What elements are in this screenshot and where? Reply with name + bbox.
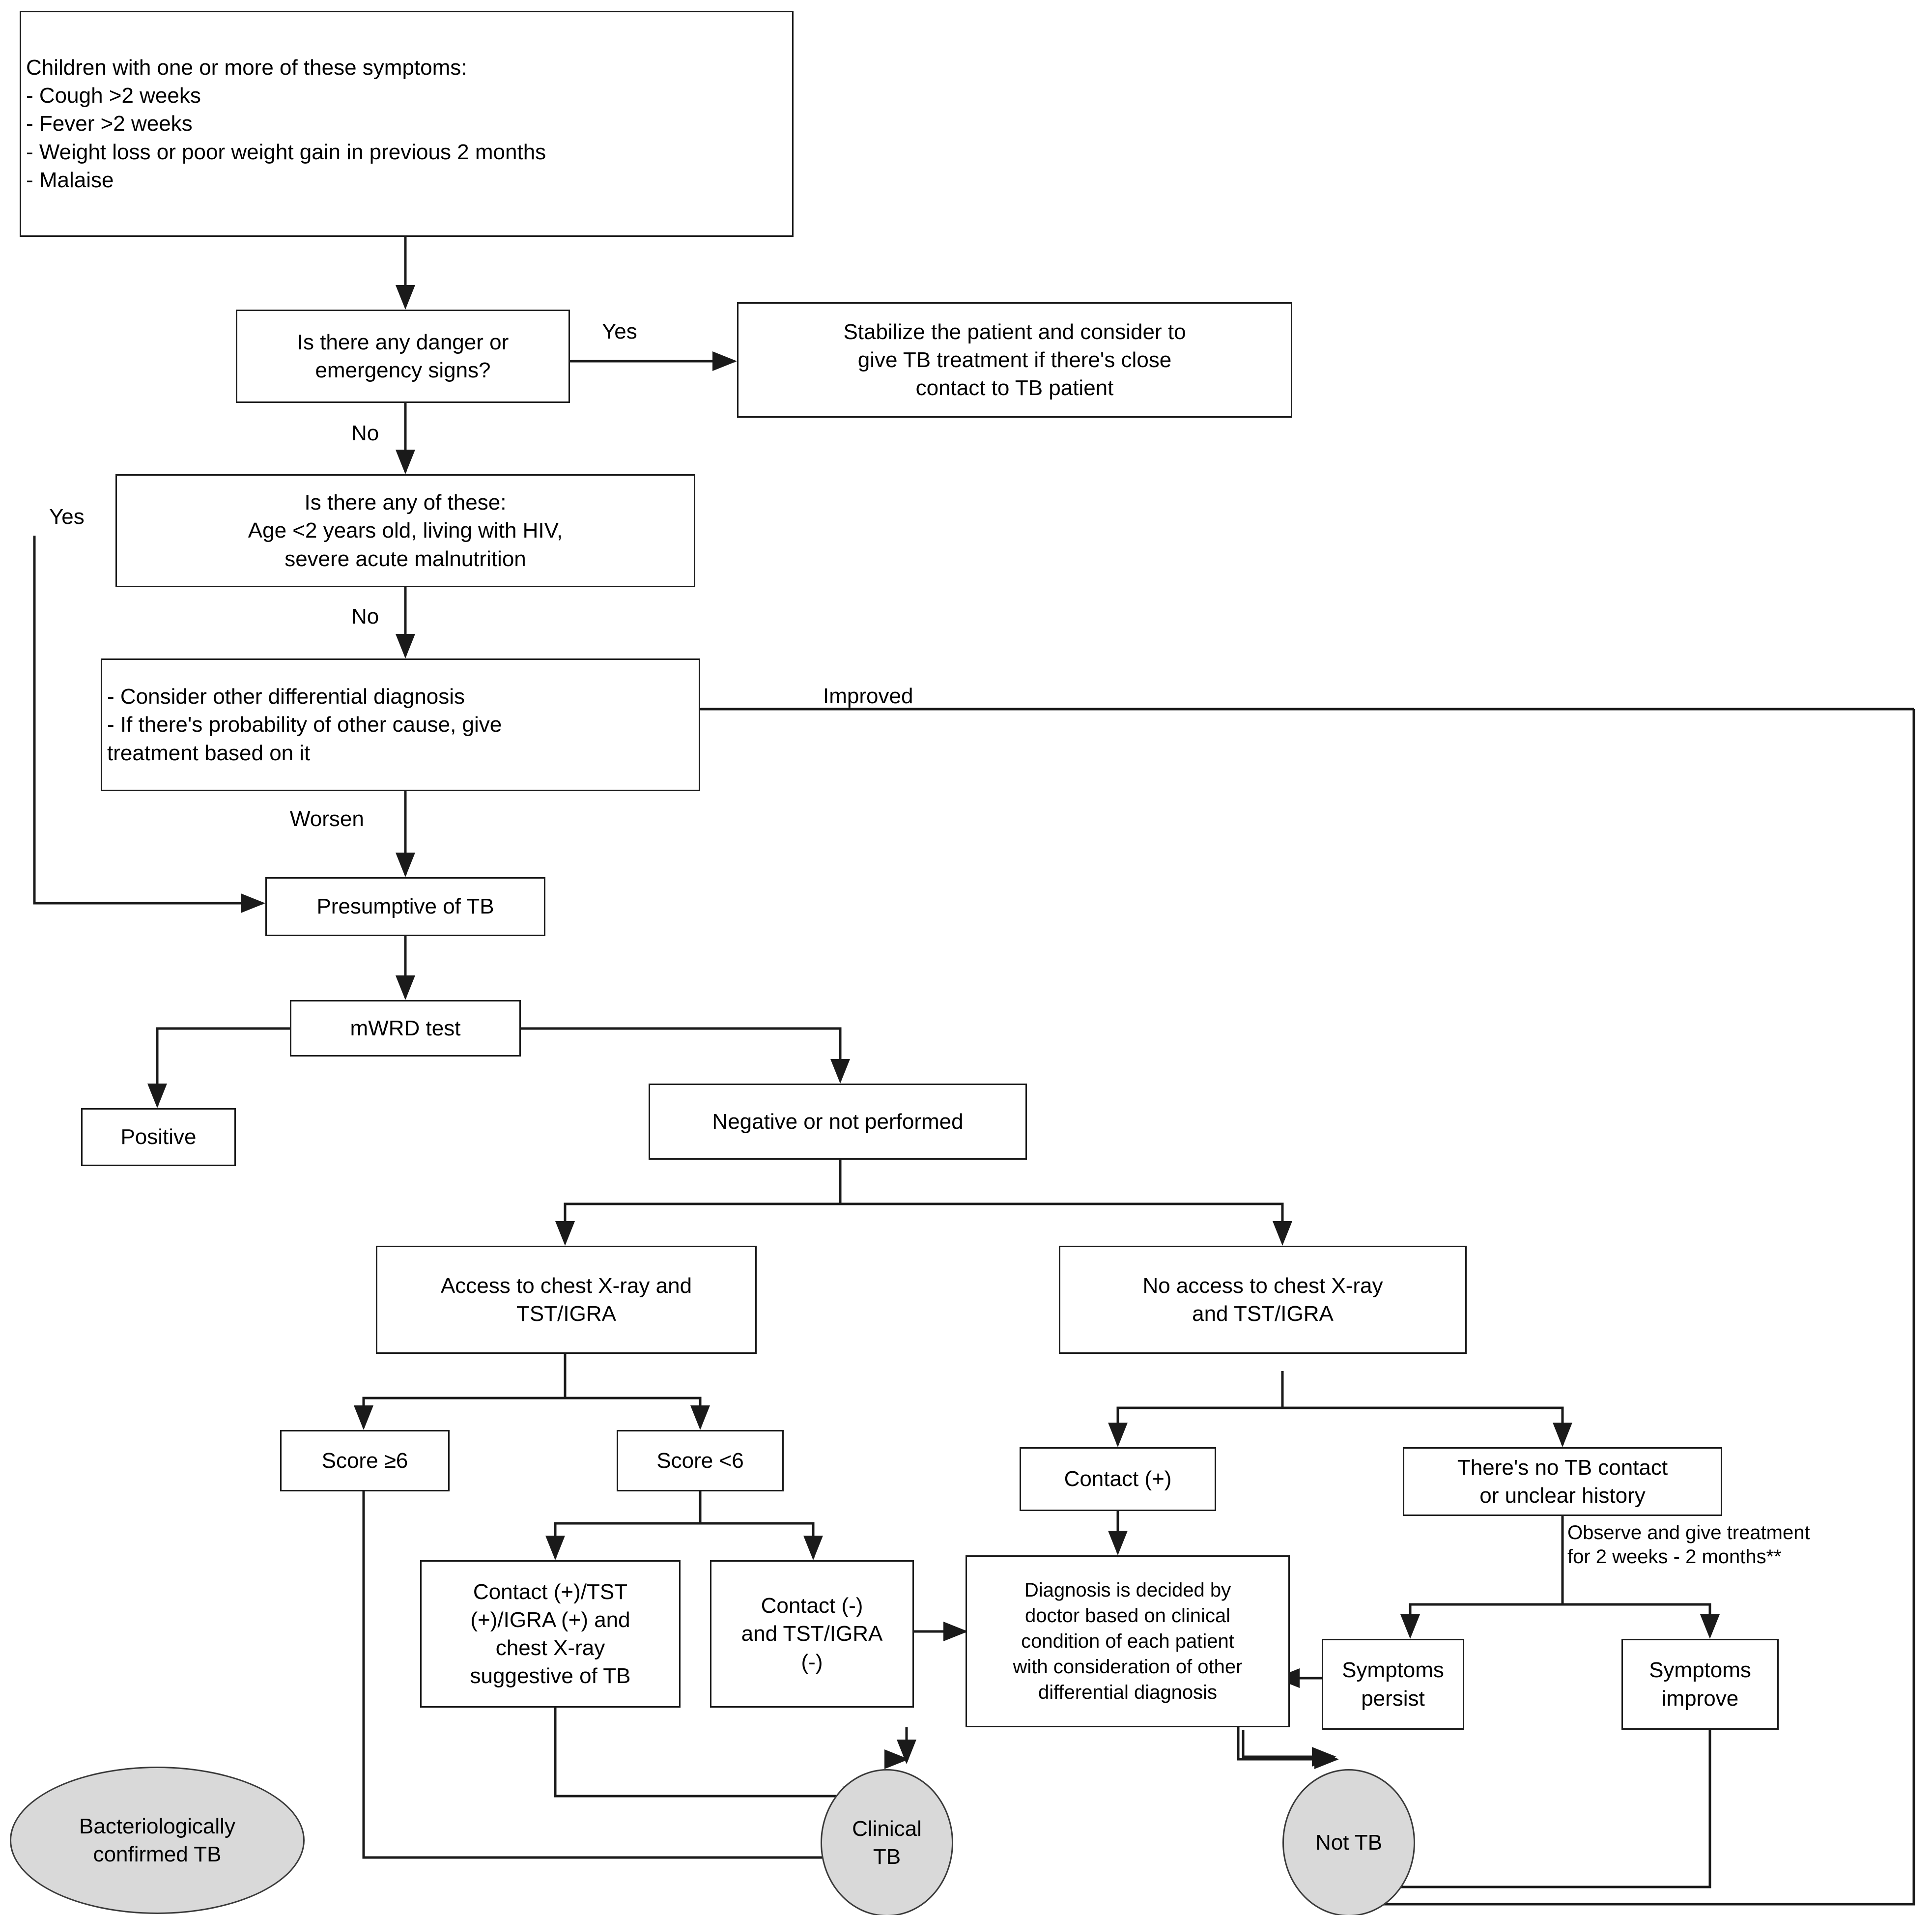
node-differential-diagnosis-label: - Consider other differential diagnosis … <box>107 685 502 765</box>
node-access-chest-xray[interactable]: Access to chest X-ray and TST/IGRA <box>376 1246 757 1354</box>
node-doctor-decision-label: Diagnosis is decided by doctor based on … <box>1013 1579 1243 1703</box>
node-symptoms-persist-label: Symptoms persist <box>1342 1658 1444 1711</box>
node-contact-pos-tst-pos[interactable]: Contact (+)/TST (+)/IGRA (+) and chest X… <box>420 1560 681 1708</box>
node-bacteriologically-confirmed-tb-label: Bacteriologically confirmed TB <box>79 1814 235 1866</box>
edge-label-no-risk: No <box>351 604 379 629</box>
edge-label-improved: Improved <box>823 684 913 708</box>
node-negative-or-not-performed[interactable]: Negative or not performed <box>649 1084 1027 1160</box>
node-symptoms-persist[interactable]: Symptoms persist <box>1322 1639 1464 1730</box>
node-presumptive-tb[interactable]: Presumptive of TB <box>265 877 545 936</box>
node-not-tb[interactable]: Not TB <box>1282 1769 1415 1915</box>
node-positive[interactable]: Positive <box>81 1108 236 1166</box>
node-score-lt-6[interactable]: Score <6 <box>617 1430 784 1491</box>
node-symptoms-improve[interactable]: Symptoms improve <box>1621 1639 1779 1730</box>
node-clinical-tb-label: Clinical TB <box>852 1816 922 1869</box>
node-no-tb-contact-label: There's no TB contact or unclear history <box>1457 1455 1668 1508</box>
edge-label-yes-danger: Yes <box>602 319 637 343</box>
node-symptoms[interactable]: Children with one or more of these sympt… <box>20 11 794 237</box>
edge-label-observe-and-treat: Observe and give treatment for 2 weeks -… <box>1567 1522 1810 1568</box>
node-risk-factors[interactable]: Is there any of these: Age <2 years old,… <box>115 474 695 587</box>
node-contact-plus-label: Contact (+) <box>1064 1467 1172 1491</box>
node-no-tb-contact[interactable]: There's no TB contact or unclear history <box>1403 1447 1722 1516</box>
node-stabilize-label: Stabilize the patient and consider to gi… <box>843 319 1186 400</box>
node-positive-label: Positive <box>120 1125 197 1149</box>
node-contact-neg-tst-neg-label: Contact (-) and TST/IGRA (-) <box>741 1594 883 1674</box>
node-no-access-chest-xray[interactable]: No access to chest X-ray and TST/IGRA <box>1059 1246 1467 1354</box>
node-danger-signs-label: Is there any danger or emergency signs? <box>297 330 509 382</box>
node-contact-pos-tst-pos-label: Contact (+)/TST (+)/IGRA (+) and chest X… <box>470 1579 631 1688</box>
node-bacteriologically-confirmed-tb[interactable]: Bacteriologically confirmed TB <box>10 1767 305 1914</box>
node-contact-plus[interactable]: Contact (+) <box>1020 1447 1216 1511</box>
node-doctor-decision[interactable]: Diagnosis is decided by doctor based on … <box>966 1555 1290 1727</box>
node-negative-label: Negative or not performed <box>712 1109 964 1134</box>
node-stabilize[interactable]: Stabilize the patient and consider to gi… <box>737 302 1292 418</box>
node-symptoms-improve-label: Symptoms improve <box>1649 1658 1751 1711</box>
node-score-lt-6-label: Score <6 <box>656 1448 744 1473</box>
node-score-ge-6-label: Score ≥6 <box>321 1448 408 1473</box>
node-danger-signs[interactable]: Is there any danger or emergency signs? <box>236 310 570 403</box>
node-contact-neg-tst-neg[interactable]: Contact (-) and TST/IGRA (-) <box>710 1560 914 1708</box>
node-mwrd-test-label: mWRD test <box>350 1016 461 1040</box>
node-clinical-tb[interactable]: Clinical TB <box>821 1769 953 1915</box>
node-symptoms-label: Children with one or more of these sympt… <box>26 56 546 192</box>
node-mwrd-test[interactable]: mWRD test <box>290 1000 521 1057</box>
edge-label-no-danger: No <box>351 421 379 445</box>
edge-label-worsen: Worsen <box>290 807 364 831</box>
node-differential-diagnosis[interactable]: - Consider other differential diagnosis … <box>101 658 700 791</box>
node-score-ge-6[interactable]: Score ≥6 <box>280 1430 450 1491</box>
edge-label-yes-risk: Yes <box>49 505 85 529</box>
node-access-chest-xray-label: Access to chest X-ray and TST/IGRA <box>440 1273 692 1326</box>
node-not-tb-label: Not TB <box>1315 1830 1383 1855</box>
node-presumptive-tb-label: Presumptive of TB <box>316 894 494 919</box>
node-risk-factors-label: Is there any of these: Age <2 years old,… <box>248 490 563 571</box>
node-no-access-chest-xray-label: No access to chest X-ray and TST/IGRA <box>1142 1273 1383 1326</box>
